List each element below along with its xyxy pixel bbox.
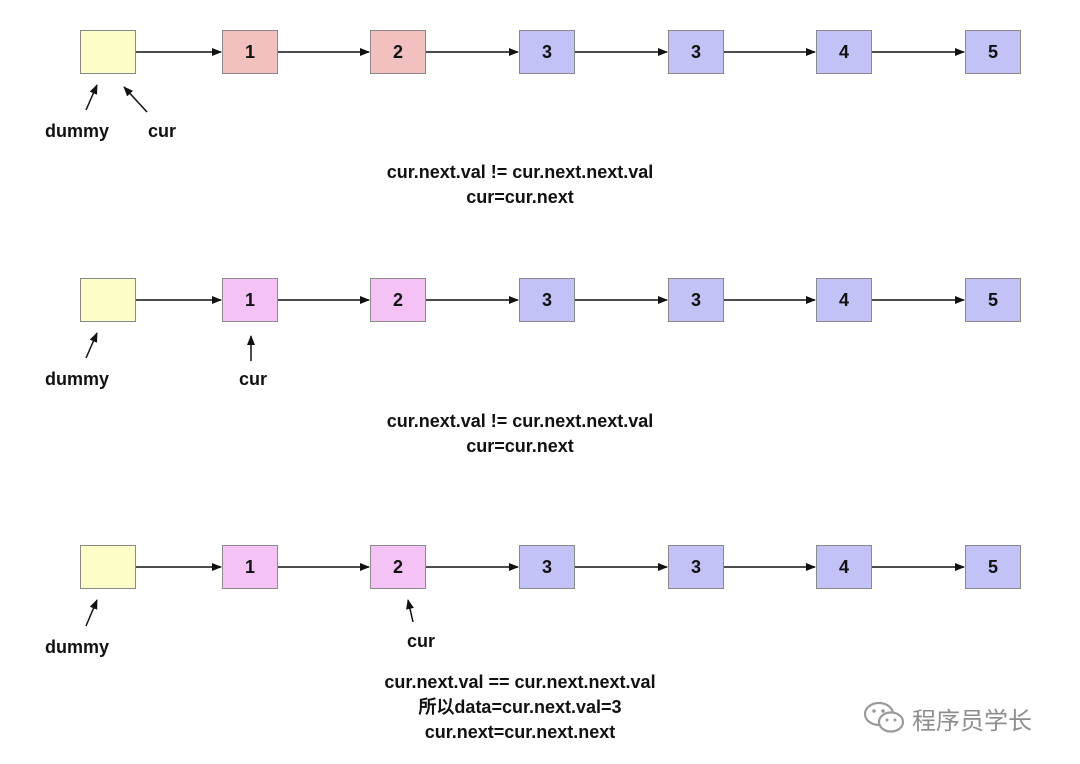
- list-node: 1: [222, 545, 278, 589]
- list-node: 5: [965, 30, 1021, 74]
- caption-line: cur.next.val != cur.next.next.val: [386, 162, 654, 182]
- list-node: 4: [816, 278, 872, 322]
- dummy-pointer-arrow: [85, 599, 98, 627]
- list-node: 3: [668, 278, 724, 322]
- cur-label: cur: [238, 369, 268, 389]
- dummy-pointer-arrow: [85, 332, 98, 359]
- dummy-pointer-arrow: [85, 84, 98, 111]
- dummy-label: dummy: [44, 637, 110, 657]
- list-node: 2: [370, 278, 426, 322]
- caption-line: cur=cur.next: [466, 187, 574, 207]
- dummy-node: [80, 278, 136, 322]
- list-node: 3: [668, 545, 724, 589]
- dummy-label: dummy: [44, 121, 110, 141]
- list-node: 4: [816, 30, 872, 74]
- step-caption: cur.next.val == cur.next.next.val 所以data=…: [0, 670, 1040, 745]
- cur-label: cur: [406, 631, 436, 651]
- wechat-icon: [863, 701, 905, 733]
- dummy-label: dummy: [44, 369, 110, 389]
- caption-line: cur=cur.next: [466, 436, 574, 456]
- caption-line: cur.next.val == cur.next.next.val: [384, 672, 656, 692]
- cur-pointer-arrow: [123, 86, 148, 113]
- list-node: 5: [965, 278, 1021, 322]
- list-node: 2: [370, 30, 426, 74]
- list-node: 2: [370, 545, 426, 589]
- dummy-node: [80, 30, 136, 74]
- list-node: 3: [519, 545, 575, 589]
- list-node: 4: [816, 545, 872, 589]
- cur-pointer-arrow: [406, 599, 414, 623]
- step-caption: cur.next.val != cur.next.next.val cur=cur…: [0, 160, 1040, 210]
- list-node: 1: [222, 30, 278, 74]
- watermark: 程序员学长: [862, 700, 1032, 736]
- list-node: 3: [519, 278, 575, 322]
- list-node: 1: [222, 278, 278, 322]
- list-node: 5: [965, 545, 1021, 589]
- dummy-node: [80, 545, 136, 589]
- caption-line: cur.next=cur.next.next: [424, 722, 616, 742]
- list-node: 3: [519, 30, 575, 74]
- list-node: 3: [668, 30, 724, 74]
- watermark-text: 程序员学长: [912, 707, 1032, 735]
- cur-label: cur: [147, 121, 177, 141]
- step-caption: cur.next.val != cur.next.next.val cur=cur…: [0, 409, 1040, 459]
- caption-line: 所以data=cur.next.val=3: [418, 697, 622, 717]
- caption-line: cur.next.val != cur.next.next.val: [386, 411, 654, 431]
